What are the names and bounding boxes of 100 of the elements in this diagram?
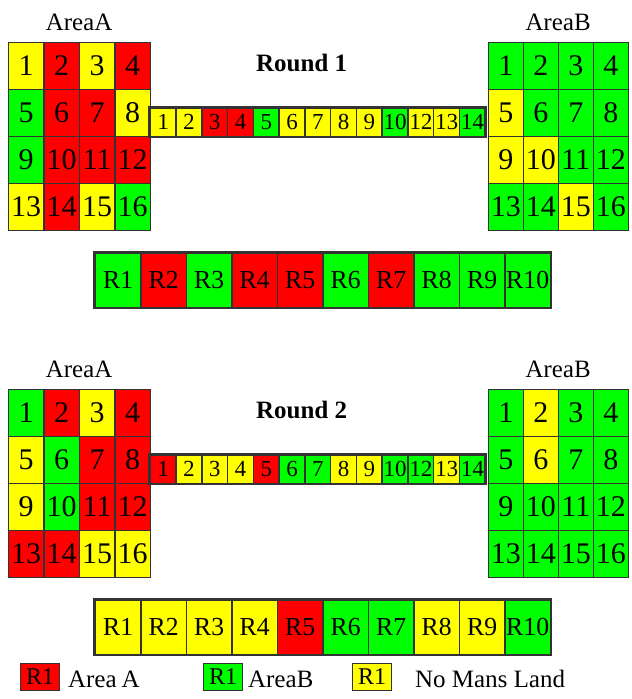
grid-cell: 11 <box>79 136 115 184</box>
grid-cell: 5 <box>253 108 280 136</box>
grid-cell: R3 <box>186 600 232 654</box>
grid-cell: 10 <box>382 455 408 484</box>
legend-swatch: R1 <box>20 663 60 691</box>
grid-cell: 9 <box>8 483 44 530</box>
grid-cell: 4 <box>114 42 150 90</box>
grid-cell: 14 <box>459 108 486 136</box>
grid-cell: 8 <box>114 436 150 484</box>
grid-cell: R5 <box>277 253 323 308</box>
grid-cell: 5 <box>488 89 524 136</box>
grid-cell: 2 <box>523 389 558 436</box>
grid-cell: 7 <box>79 89 115 136</box>
grid-cell: 8 <box>330 455 357 484</box>
grid-cell: 6 <box>523 89 558 136</box>
grid-cell: 13 <box>433 455 460 484</box>
grid-cell: 6 <box>278 108 306 136</box>
grid-cell: 12 <box>114 483 150 530</box>
grid-cell: 4 <box>114 389 150 436</box>
grid-cell: 3 <box>202 455 228 484</box>
grid-cell: 1 <box>8 42 44 90</box>
grid-cell: 1 <box>488 42 524 90</box>
grid-cell: R8 <box>414 600 460 654</box>
grid-cell: 5 <box>8 89 44 136</box>
grid-cell: R2 <box>140 600 186 654</box>
grid-cell: 7 <box>304 455 331 484</box>
grid-cell: 10 <box>44 136 80 184</box>
grid-cell: 9 <box>356 108 382 136</box>
grid-cell: 8 <box>593 436 628 484</box>
round-title: Round 1 <box>256 50 348 78</box>
grid-cell: 14 <box>44 183 80 230</box>
grid-cell: 4 <box>593 389 628 436</box>
grid-cell: R9 <box>459 253 505 308</box>
legend-label: No Mans Land <box>415 665 565 695</box>
grid-cell: 11 <box>79 483 115 530</box>
grid-cell: 6 <box>44 89 80 136</box>
grid-cell: 4 <box>227 455 254 484</box>
legend-swatch: R1 <box>203 663 243 691</box>
grid-cell: 6 <box>523 436 558 484</box>
grid-cell: 13 <box>433 108 460 136</box>
grid-cell: R6 <box>322 600 368 654</box>
grid-cell: R9 <box>459 600 505 654</box>
grid-cell: 3 <box>79 42 115 90</box>
grid-cell: 16 <box>593 530 628 578</box>
grid-cell: 14 <box>523 183 558 230</box>
grid-cell: 9 <box>8 136 44 184</box>
grid-cell: 2 <box>523 42 558 90</box>
grid-cell: 8 <box>593 89 628 136</box>
grid-cell: 6 <box>278 455 306 484</box>
grid-cell: 3 <box>79 389 115 436</box>
grid-cell: 15 <box>79 183 115 230</box>
grid-cell: 16 <box>114 530 150 578</box>
grid-cell: 1 <box>488 389 524 436</box>
grid-cell: 2 <box>44 42 80 90</box>
grid-cell: 12 <box>593 136 628 184</box>
grid-cell: 13 <box>8 530 44 578</box>
grid-cell: 1 <box>8 389 44 436</box>
grid-cell: 14 <box>523 530 558 578</box>
grid-cell: R7 <box>368 600 414 654</box>
corridor-strip <box>150 455 485 483</box>
grid-cell: R8 <box>414 253 460 308</box>
grid-cell: R4 <box>232 253 278 308</box>
grid-cell: 5 <box>8 436 44 484</box>
grid-cell: 7 <box>558 436 594 484</box>
grid-cell: 9 <box>488 136 524 184</box>
area-heading: AreaA <box>44 355 114 385</box>
grid-cell: 4 <box>593 42 628 90</box>
grid-cell: 7 <box>304 108 331 136</box>
legend-label: Area A <box>68 665 140 695</box>
grid-cell: 8 <box>114 89 150 136</box>
grid-cell: 2 <box>176 108 202 136</box>
grid-cell: 2 <box>44 389 80 436</box>
grid-cell: 1 <box>150 108 176 136</box>
grid-cell: 3 <box>558 389 594 436</box>
round-strip <box>95 253 550 307</box>
legend-swatch: R1 <box>352 663 392 691</box>
grid-cell: 6 <box>44 436 80 484</box>
area-heading: AreaB <box>524 355 592 385</box>
grid-cell: 5 <box>253 455 280 484</box>
grid-cell: R10 <box>504 600 550 654</box>
grid-cell: 16 <box>593 183 628 230</box>
grid-cell: 15 <box>558 183 594 230</box>
grid-cell: 3 <box>202 108 228 136</box>
grid-cell: 11 <box>558 483 594 530</box>
grid-cell: 12 <box>408 108 434 136</box>
grid-cell: R5 <box>277 600 323 654</box>
grid-cell: 13 <box>488 530 524 578</box>
grid-cell: 10 <box>523 483 558 530</box>
grid-cell: 10 <box>382 108 408 136</box>
corridor-strip <box>150 108 485 136</box>
grid-cell: 12 <box>593 483 628 530</box>
round-strip <box>95 600 550 654</box>
grid-cell: R7 <box>368 253 414 308</box>
grid-cell: 12 <box>408 455 434 484</box>
grid-cell: 16 <box>114 183 150 230</box>
area-heading: AreaB <box>524 8 592 38</box>
grid-cell: 10 <box>523 136 558 184</box>
grid-cell: 9 <box>488 483 524 530</box>
grid-cell: 15 <box>79 530 115 578</box>
grid-cell: 13 <box>8 183 44 230</box>
